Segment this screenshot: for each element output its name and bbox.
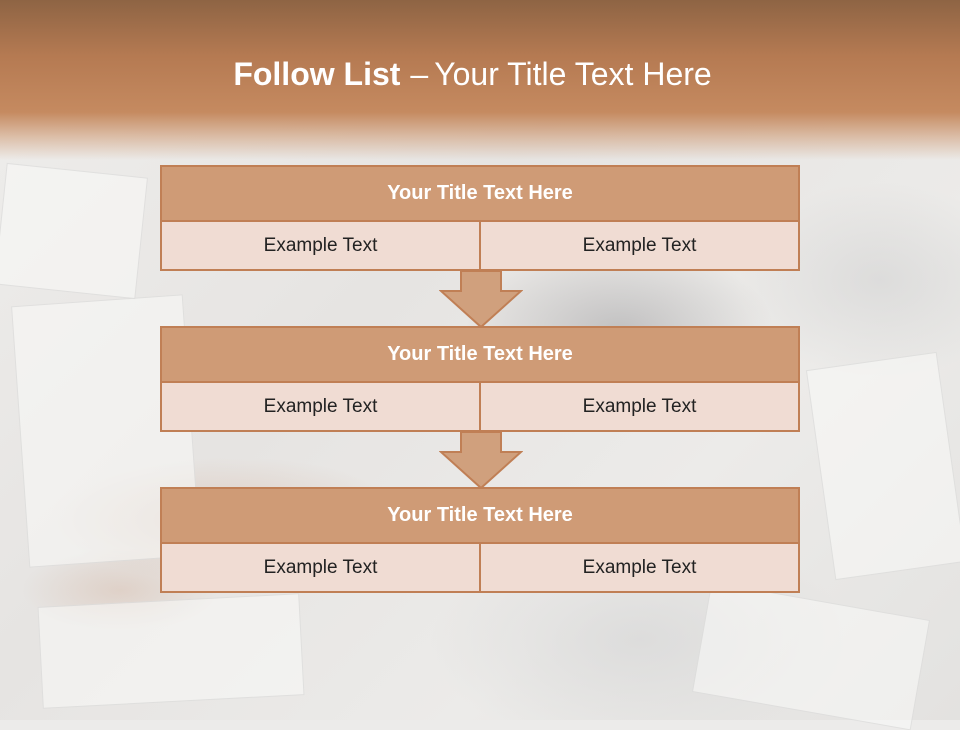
page-title: Follow List–Your Title Text Here [0, 56, 945, 93]
block-title: Your Title Text Here [160, 487, 800, 544]
paper-sheet [691, 581, 931, 730]
down-arrow-icon [439, 271, 523, 329]
page-title-separator: – [410, 56, 429, 92]
block-row: Example Text Example Text [160, 383, 800, 432]
paper-sheet [805, 351, 960, 581]
down-arrow-icon [439, 432, 523, 490]
page-title-strong: Follow List [233, 56, 401, 92]
block-title: Your Title Text Here [160, 165, 800, 222]
block-cell-right: Example Text [479, 222, 798, 269]
block-cell-left: Example Text [263, 395, 378, 417]
follow-block-1: Your Title Text Here Example Text Exampl… [160, 165, 800, 271]
header-band [0, 0, 960, 160]
paper-sheet [37, 593, 305, 709]
block-row: Example Text Example Text [160, 222, 800, 271]
block-cell-left: Example Text [263, 556, 378, 578]
paper-sheet [0, 162, 148, 300]
follow-block-3: Your Title Text Here Example Text Exampl… [160, 487, 800, 593]
block-cell-right: Example Text [479, 383, 798, 430]
block-cell-right: Example Text [479, 544, 798, 591]
block-row: Example Text Example Text [160, 544, 800, 593]
follow-block-2: Your Title Text Here Example Text Exampl… [160, 326, 800, 432]
block-cell-left: Example Text [263, 234, 378, 256]
page-title-rest: Your Title Text Here [434, 56, 712, 92]
block-title: Your Title Text Here [160, 326, 800, 383]
